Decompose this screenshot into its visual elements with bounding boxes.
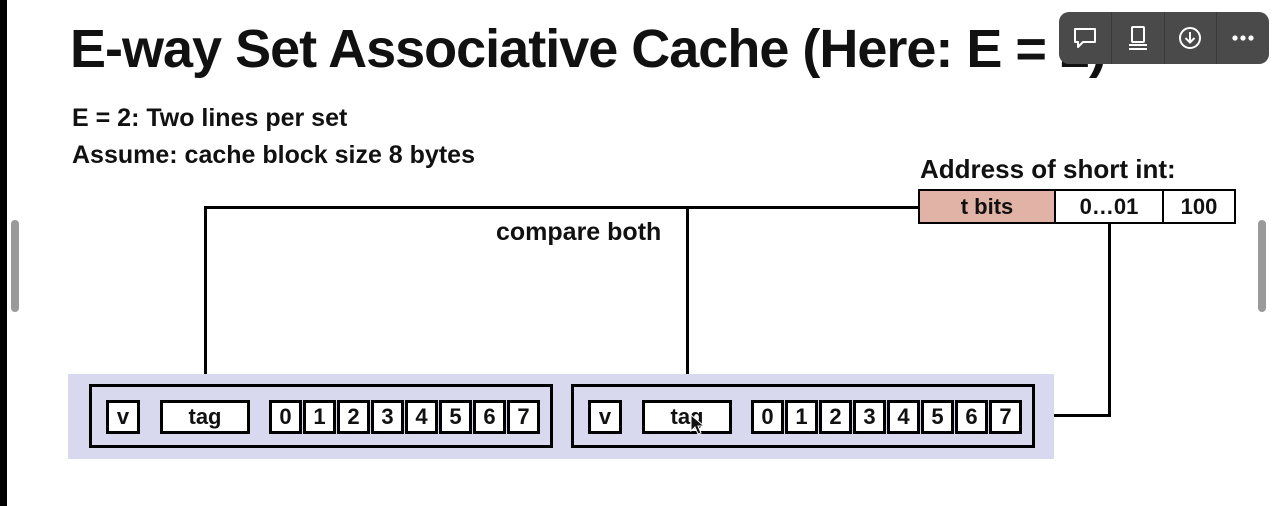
download-icon [1179, 27, 1202, 49]
mouse-pointer-icon [690, 414, 706, 435]
address-label: Address of short int: [920, 154, 1176, 184]
valid-bit-1: v [106, 400, 140, 434]
tablet-button[interactable] [1112, 12, 1165, 64]
set-index-wire-horizontal [1054, 414, 1111, 417]
tag-wire-left-drop [204, 206, 207, 402]
comment-icon [1073, 28, 1096, 48]
byte-cell: 1 [303, 400, 336, 434]
byte-cell: 0 [751, 400, 784, 434]
tag-wire-horizontal [204, 206, 920, 209]
cache-line-2 [571, 384, 1035, 448]
byte-cell: 7 [507, 400, 540, 434]
address-tag-bits: t bits [918, 189, 1056, 224]
byte-cell: 2 [819, 400, 852, 434]
right-resize-handle[interactable] [1258, 220, 1266, 312]
byte-cell: 2 [337, 400, 370, 434]
byte-cell: 5 [439, 400, 472, 434]
set-index-wire-vertical [1108, 224, 1111, 417]
byte-cell: 4 [887, 400, 920, 434]
tablet-icon [1128, 26, 1147, 50]
tag-wire-right-drop [686, 206, 689, 402]
byte-cell: 6 [955, 400, 988, 434]
byte-cell: 1 [785, 400, 818, 434]
compare-label: compare both [496, 218, 662, 246]
slide-line-e: E = 2: Two lines per set [72, 104, 348, 132]
tag-field-2: tag [642, 400, 732, 434]
window-edge [0, 0, 7, 506]
byte-cell: 4 [405, 400, 438, 434]
comment-button[interactable] [1059, 12, 1112, 64]
byte-cell: 7 [989, 400, 1022, 434]
byte-cell: 5 [921, 400, 954, 434]
byte-cell: 3 [371, 400, 404, 434]
slide-title: E-way Set Associative Cache (Here: E = 2… [70, 19, 1107, 79]
cache-line-1 [89, 384, 553, 448]
block-bytes-1: 0 1 2 3 4 5 6 7 [269, 400, 541, 434]
valid-bit-2: v [588, 400, 622, 434]
video-toolbar [1059, 12, 1269, 64]
left-resize-handle[interactable] [11, 220, 19, 312]
download-button[interactable] [1165, 12, 1218, 64]
more-options-button[interactable] [1217, 12, 1269, 64]
slide-line-block-size: Assume: cache block size 8 bytes [72, 141, 475, 169]
byte-cell: 0 [269, 400, 302, 434]
address-block-offset: 100 [1162, 189, 1236, 224]
byte-cell: 3 [853, 400, 886, 434]
block-bytes-2: 0 1 2 3 4 5 6 7 [751, 400, 1023, 434]
tag-field-1: tag [160, 400, 250, 434]
more-icon [1232, 35, 1254, 41]
address-set-index: 0…01 [1054, 189, 1164, 224]
byte-cell: 6 [473, 400, 506, 434]
